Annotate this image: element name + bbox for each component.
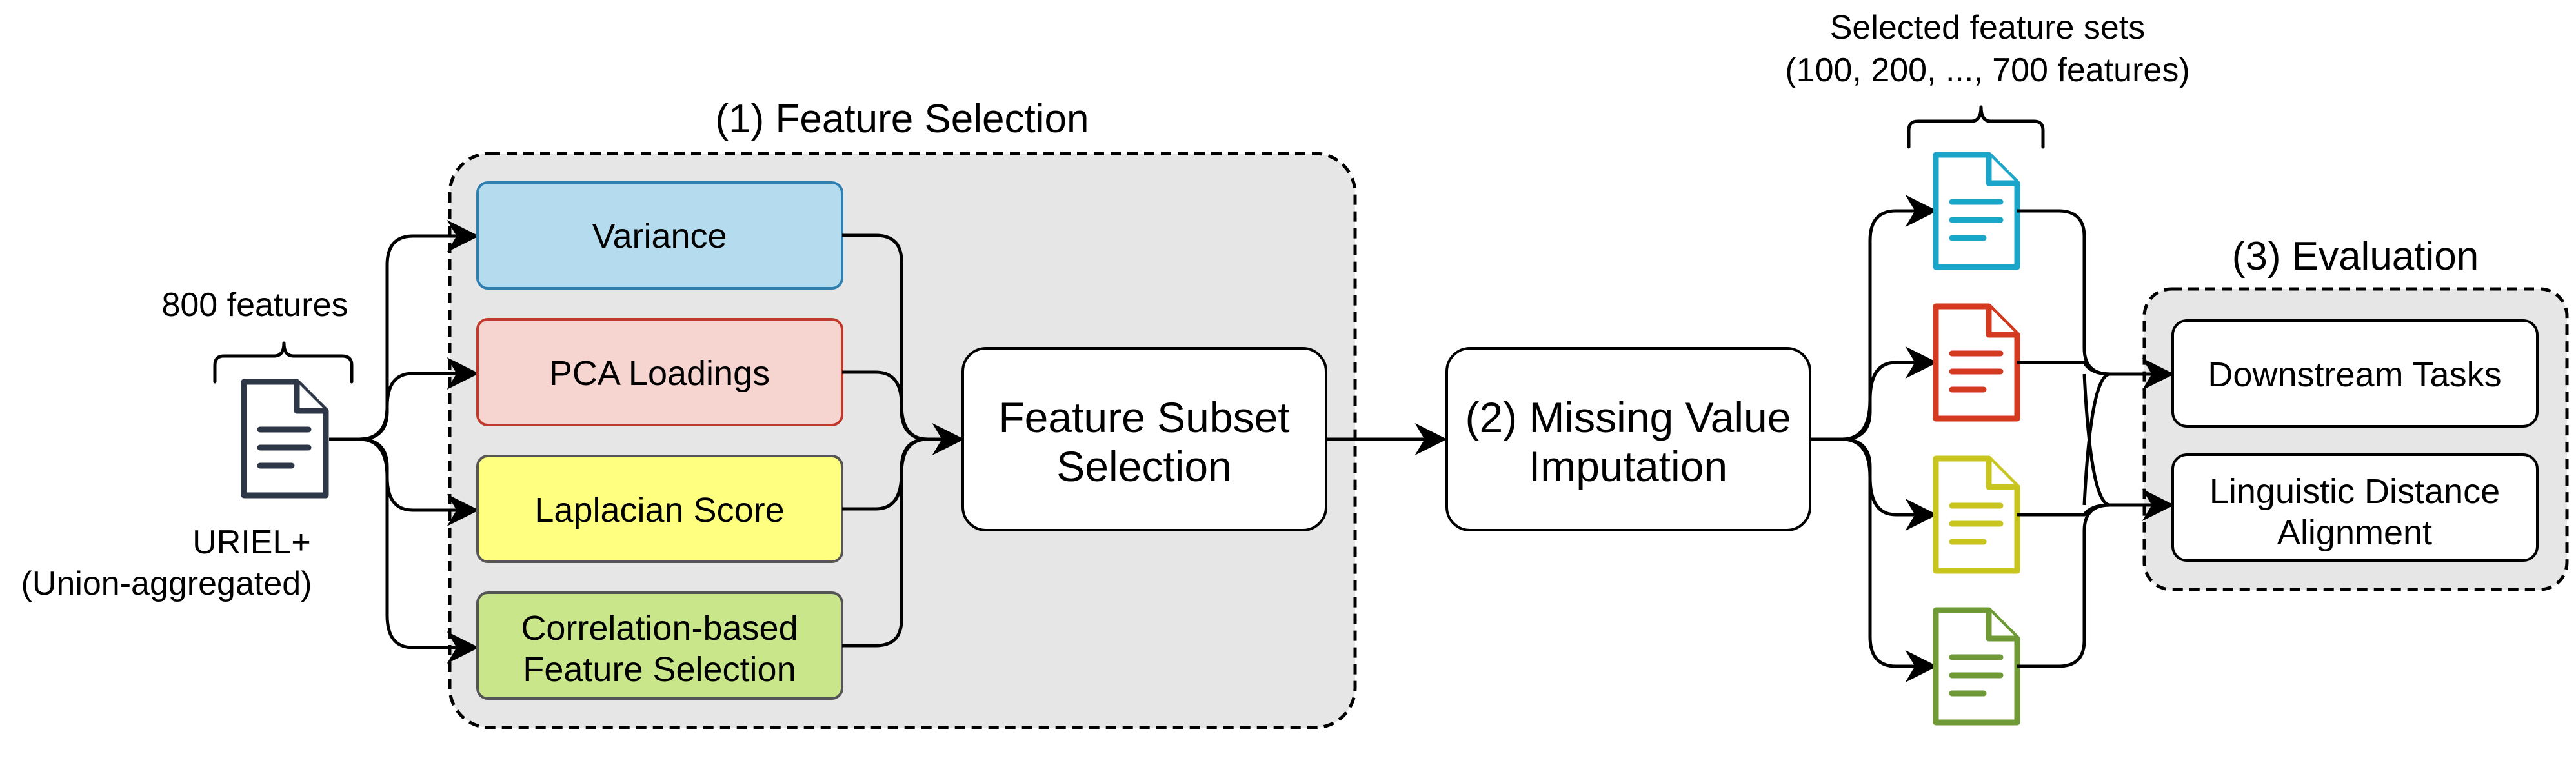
input-document-icon	[241, 379, 329, 499]
method-label: PCA Loadings	[549, 354, 770, 393]
selected-sets-title-line2: (100, 200, ..., 700 features)	[1785, 52, 2189, 89]
feature-selection-group	[448, 152, 1357, 729]
selected-set-document-icon	[1933, 303, 2020, 422]
imputation-to-sets-arrows	[1810, 195, 1938, 682]
selected-set-document-icon	[1933, 152, 2020, 270]
selected-sets-brace	[1907, 105, 2045, 149]
method-label-line2: Feature Selection	[523, 650, 796, 689]
method-box-pca-loadings: PCA Loadings	[476, 318, 843, 426]
evaluation-title: (3) Evaluation	[2232, 234, 2479, 279]
downstream-tasks-label: Downstream Tasks	[2208, 355, 2501, 394]
input-name-line1: URIEL+	[192, 524, 311, 561]
method-label: Laplacian Score	[534, 491, 784, 530]
method-box-correlation-based: Correlation-based Feature Selection	[476, 591, 843, 700]
linguistic-distance-label-line1: Linguistic Distance	[2209, 472, 2500, 511]
downstream-tasks-box: Downstream Tasks	[2171, 319, 2539, 428]
feature-subset-selection-box: Feature Subset Selection	[961, 347, 1327, 531]
linguistic-distance-label-line2: Alignment	[2277, 513, 2432, 552]
input-feature-count: 800 features	[161, 286, 348, 324]
input-brace	[213, 341, 354, 384]
selected-set-document-icon	[1933, 455, 2020, 574]
method-box-laplacian-score: Laplacian Score	[476, 455, 843, 563]
method-box-variance: Variance	[476, 181, 843, 290]
method-label-line1: Correlation-based	[521, 609, 798, 648]
missing-value-imputation-box: (2) Missing Value Imputation	[1445, 347, 1811, 531]
methods-to-subset-arrows	[842, 233, 965, 648]
subset-label-line2: Selection	[1056, 442, 1232, 490]
selected-set-document-icon	[1933, 607, 2020, 726]
selected-sets-title-line1: Selected feature sets	[1830, 9, 2146, 46]
method-label: Variance	[592, 217, 727, 255]
subset-label-line1: Feature Subset	[998, 393, 1289, 441]
imputation-label-line2: Imputation	[1529, 442, 1727, 490]
input-name-line2: (Union-aggregated)	[21, 565, 312, 602]
sets-to-evaluation-arrows	[2017, 209, 2175, 668]
imputation-label-line1: (2) Missing Value	[1465, 393, 1791, 441]
input-to-methods-arrows	[329, 220, 479, 664]
linguistic-distance-alignment-box: Linguistic Distance Alignment	[2171, 453, 2539, 562]
feature-selection-title: (1) Feature Selection	[716, 97, 1089, 141]
